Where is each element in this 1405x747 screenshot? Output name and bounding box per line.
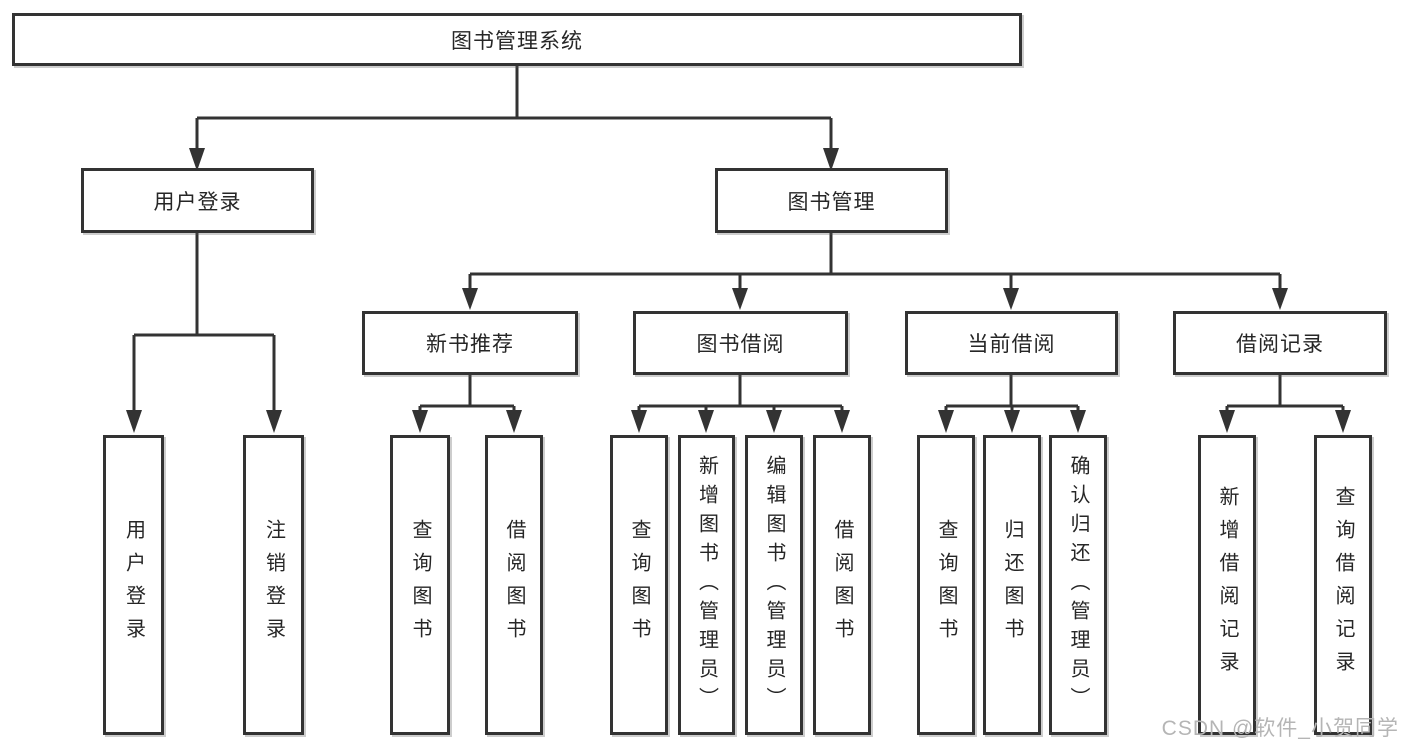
- leaf-return-books: 归还图书: [983, 435, 1041, 735]
- leaf-label: 归还图书: [1001, 519, 1023, 651]
- leaf-add-borrow-record: 新增借阅记录: [1198, 435, 1256, 735]
- node-borrowing-records: 借阅记录: [1173, 311, 1387, 375]
- connector-newbook-to-leaves: [412, 375, 522, 433]
- leaf-borrow-books-recommend: 借阅图书: [485, 435, 543, 735]
- leaf-user-login: 用户登录: [103, 435, 164, 735]
- node-label: 当前借阅: [967, 333, 1056, 356]
- leaf-label: 查询借阅记录: [1332, 486, 1354, 684]
- leaf-logout: 注销登录: [243, 435, 304, 735]
- leaf-label: 注销登录: [262, 519, 285, 651]
- connector-currentborrow-to-leaves: [938, 375, 1086, 433]
- leaf-confirm-return-admin: 确认归还（管理员）: [1049, 435, 1107, 735]
- leaf-label: 编辑图书（管理员）: [763, 454, 785, 716]
- leaf-add-books-admin: 新增图书（管理员）: [678, 435, 735, 735]
- leaf-label: 新增图书（管理员）: [695, 454, 718, 716]
- node-book-borrowing: 图书借阅: [633, 311, 848, 375]
- leaf-label: 查询图书: [409, 519, 431, 651]
- node-current-borrowing: 当前借阅: [905, 311, 1118, 375]
- connector-records-to-leaves: [1219, 375, 1351, 433]
- node-label: 新书推荐: [426, 333, 514, 356]
- node-user-login: 用户登录: [81, 168, 314, 233]
- node-new-book-recommendation: 新书推荐: [362, 311, 578, 375]
- leaf-query-books-recommend: 查询图书: [390, 435, 450, 735]
- node-book-management: 图书管理: [715, 168, 948, 233]
- leaf-label: 用户登录: [122, 519, 145, 651]
- connector-userlogin-to-leaves: [126, 233, 282, 433]
- leaf-label: 借阅图书: [503, 519, 525, 651]
- leaf-edit-books-admin: 编辑图书（管理员）: [745, 435, 803, 735]
- node-label: 图书管理系统: [451, 29, 583, 53]
- leaf-label: 借阅图书: [831, 519, 853, 651]
- node-root-library-system: 图书管理系统: [12, 13, 1022, 66]
- leaf-borrow-books: 借阅图书: [813, 435, 871, 735]
- leaf-label: 确认归还（管理员）: [1067, 454, 1089, 716]
- leaf-query-books-current: 查询图书: [917, 435, 975, 735]
- connector-bookmgmt-to-level3: [462, 233, 1288, 310]
- node-label: 图书管理: [787, 190, 876, 214]
- leaf-label: 查询图书: [628, 519, 650, 651]
- node-label: 用户登录: [153, 190, 242, 214]
- csdn-watermark: CSDN @软件_小贺同学: [1161, 717, 1399, 740]
- leaf-query-books-borrow: 查询图书: [610, 435, 668, 735]
- leaf-label: 新增借阅记录: [1216, 486, 1238, 684]
- leaf-query-borrow-record: 查询借阅记录: [1314, 435, 1372, 735]
- node-label: 图书借阅: [696, 333, 785, 356]
- leaf-label: 查询图书: [935, 519, 957, 651]
- connector-root-to-level2: [189, 66, 839, 171]
- node-label: 借阅记录: [1236, 333, 1324, 356]
- connector-bookborrow-to-leaves: [631, 375, 850, 433]
